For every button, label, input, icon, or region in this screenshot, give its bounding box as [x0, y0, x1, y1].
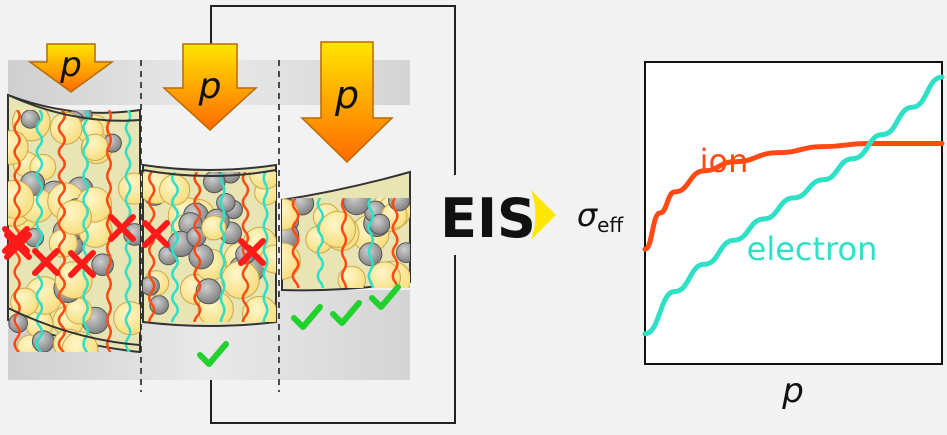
pressure-arrow-2: p — [162, 43, 258, 132]
ion-pathway — [241, 172, 250, 322]
connected-path-check-icon — [330, 300, 362, 326]
active-particle — [159, 174, 191, 206]
x-axis-label: p — [781, 371, 804, 411]
pressure-arrow-1-label: p — [59, 45, 82, 85]
blocked-path-cross-icon — [68, 250, 96, 278]
ion-pathway — [291, 198, 300, 288]
electrolyte-particle — [358, 242, 383, 267]
pressure-arrow-3-label: p — [334, 73, 359, 117]
ion-pathway — [57, 110, 66, 352]
eis-arrow-icon — [531, 190, 556, 240]
series-line-ion — [642, 141, 945, 252]
active-particle — [8, 179, 35, 219]
eis-label: EIS — [440, 187, 536, 250]
pressure-arrow-1: p — [27, 43, 115, 93]
active-particle — [49, 111, 83, 145]
active-particle — [319, 210, 356, 248]
connected-path-check-icon — [291, 304, 323, 330]
ion-pathway — [148, 172, 156, 322]
conductivity-marks — [2, 214, 401, 367]
electrolyte-particle — [195, 278, 222, 305]
series-label-electron: electron — [747, 230, 878, 268]
circuit-wire-bottom — [210, 255, 456, 424]
blocked-path-cross-icon — [108, 214, 136, 242]
electrolyte-particle — [20, 110, 40, 129]
stage-3-sample — [281, 170, 411, 292]
blocked-path-cross-icon — [4, 232, 32, 260]
blocked-path-cross-icon — [238, 238, 266, 266]
active-particle — [242, 295, 276, 322]
pressure-arrow-3: p — [300, 41, 394, 164]
connected-path-check-icon — [369, 284, 401, 310]
electrolyte-particle — [216, 193, 236, 213]
electron-pathway — [171, 172, 179, 322]
ion-pathway — [340, 198, 348, 288]
conductivity-chart: ion electron σeff p — [577, 61, 945, 411]
electron-pathway — [82, 110, 89, 352]
blocked-path-cross-icon — [142, 220, 170, 248]
electrolyte-particle — [31, 330, 55, 352]
circuit-wire-top — [210, 5, 456, 175]
series-label-ion: ion — [700, 142, 749, 180]
active-particle — [8, 130, 29, 165]
active-particle — [201, 215, 227, 241]
active-particle — [221, 260, 260, 299]
series-line-electron — [642, 74, 945, 337]
y-axis-label: σeff — [577, 196, 625, 237]
electron-pathway — [262, 172, 269, 322]
chart-frame — [644, 61, 943, 365]
ion-pathway — [391, 198, 399, 288]
electron-pathway — [316, 198, 324, 288]
connected-path-check-icon — [197, 341, 229, 367]
y-axis-subscript: eff — [597, 213, 624, 237]
pressure-arrow-2-label: p — [198, 66, 222, 107]
stage-1-sample — [7, 93, 141, 354]
ion-pathway — [193, 172, 202, 322]
stage-2-sample — [142, 163, 277, 327]
electron-pathway — [367, 198, 374, 288]
blocked-path-cross-icon — [32, 248, 60, 276]
electron-pathway — [219, 172, 226, 322]
electrolyte-particle — [395, 242, 410, 263]
